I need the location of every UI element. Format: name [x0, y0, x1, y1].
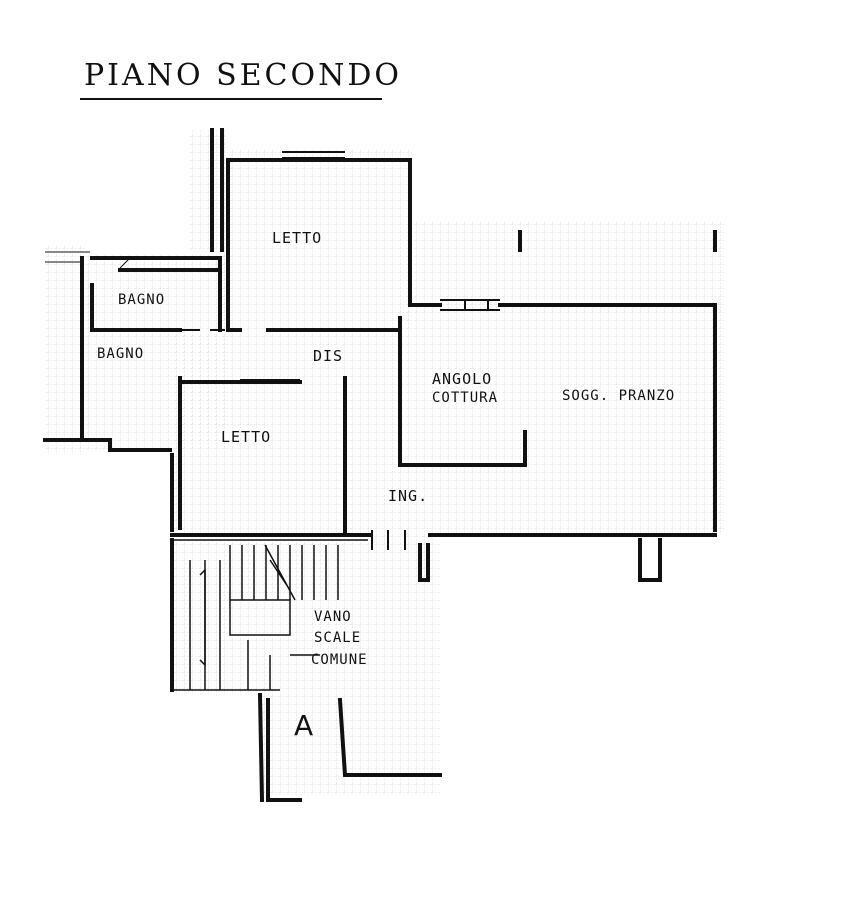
wall-bagni [80, 256, 172, 452]
floor-hatching [45, 130, 725, 795]
title-underline [80, 98, 382, 100]
room-label-scale: SCALE [314, 630, 362, 646]
room-label-angolo: ANGOLO [432, 370, 493, 388]
room-label-bagno-lower: BAGNO [97, 346, 145, 362]
stair-treads [170, 539, 368, 691]
room-label-soggiorno-pranzo: SOGG. PRANZO [562, 388, 676, 404]
room-label-bagno-upper: BAGNO [118, 292, 166, 308]
room-label-comune: COMUNE [311, 652, 368, 668]
wall-vano-scale [170, 538, 430, 692]
room-label-dis: DIS [313, 347, 344, 365]
plan-title: PIANO SECONDO [84, 58, 402, 93]
room-label-letto-top: LETTO [272, 229, 323, 247]
room-label-ingresso: ING. [388, 487, 429, 505]
wall-thickness [45, 251, 131, 269]
walls [43, 128, 717, 803]
wall-living [408, 303, 717, 532]
wall-letto-bottom [178, 376, 302, 530]
openings [180, 151, 500, 550]
room-label-vano: VANO [314, 609, 352, 625]
section-marker-a: A [294, 709, 315, 742]
room-label-cottura: COTTURA [432, 390, 499, 406]
room-label-letto-bottom: LETTO [221, 428, 272, 446]
